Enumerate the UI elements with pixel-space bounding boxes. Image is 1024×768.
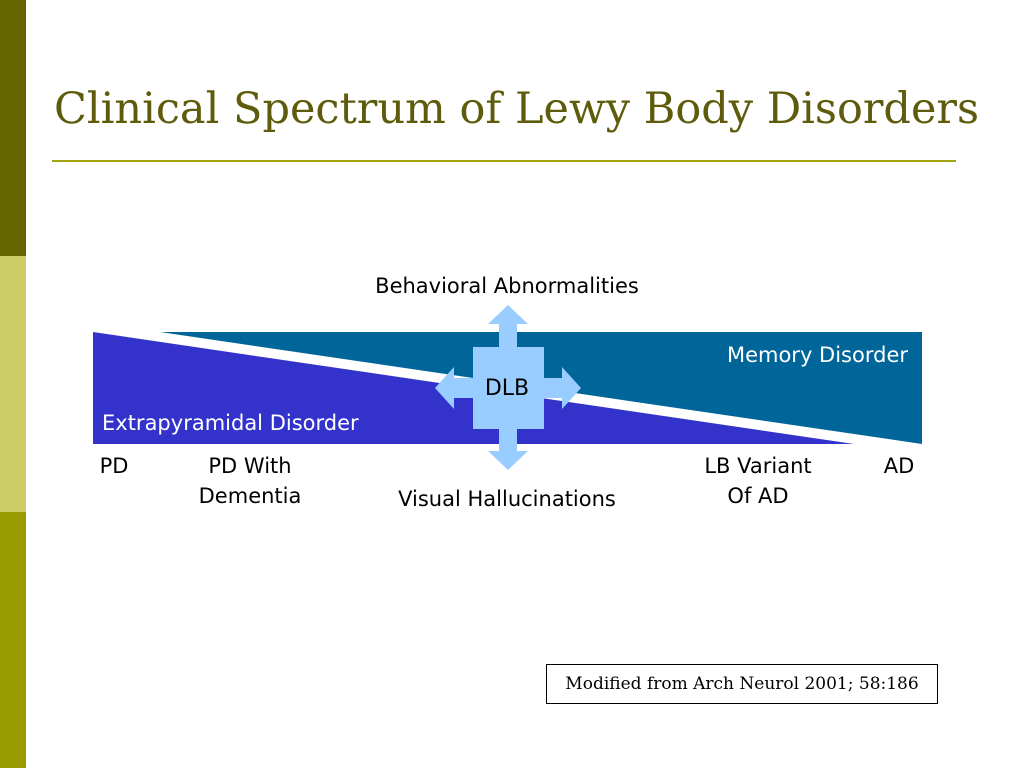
accent-bar-light (0, 256, 26, 512)
slide-title: Clinical Spectrum of Lewy Body Disorders (54, 84, 980, 134)
citation-box: Modified from Arch Neurol 2001; 58:186 (546, 664, 938, 704)
title-underline (52, 160, 956, 162)
dlb-cross-arrows (435, 305, 581, 470)
visual-hallucinations-label: Visual Hallucinations (398, 487, 616, 511)
behavioral-abnormalities-label: Behavioral Abnormalities (375, 274, 639, 298)
axis-label-pd: PD (99, 454, 129, 478)
dlb-label: DLB (484, 376, 530, 401)
axis-label-pd-with-dementia: PD With Dementia (198, 454, 302, 508)
axis-label-ad: AD (883, 454, 915, 478)
memory-disorder-label: Memory Disorder (726, 343, 908, 367)
extrapyramidal-disorder-label: Extrapyramidal Disorder (102, 411, 359, 435)
accent-bar-mid (0, 512, 26, 768)
accent-bar-dark (0, 0, 26, 256)
axis-label-lb-variant-of-ad: LB Variant Of AD (704, 454, 812, 508)
